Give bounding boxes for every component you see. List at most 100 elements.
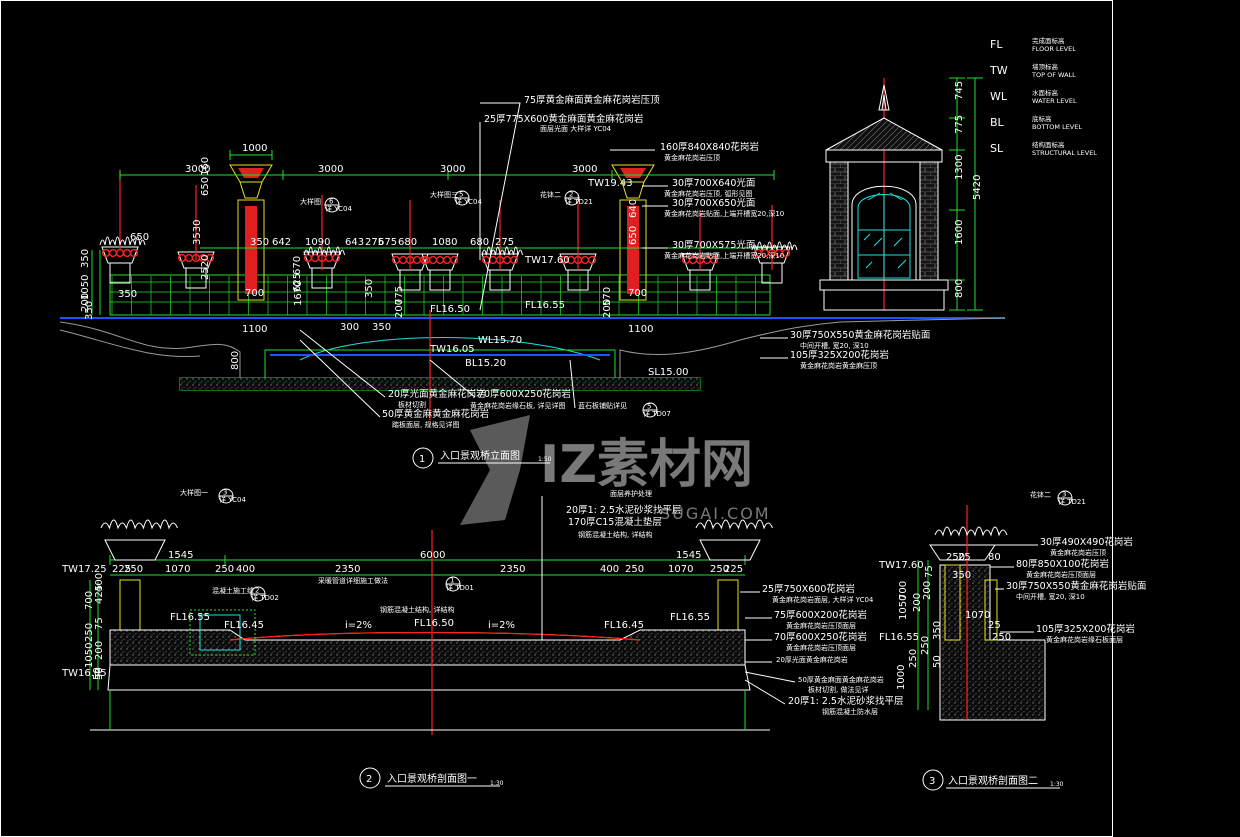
- detail-tag-title: 大样图一: [180, 488, 208, 497]
- section1-dimension: 1070: [668, 564, 693, 575]
- elev-note: 黄金麻花岗岩压顶: [664, 153, 720, 162]
- detail-tag-number: 1: [450, 577, 454, 585]
- section2-dimension: 25: [988, 620, 1001, 631]
- elev-dimension: 1000: [242, 143, 267, 154]
- elev-dimension: 200: [394, 299, 405, 318]
- drawing-title-3: 3 入口景观桥剖面图二 1:30: [922, 769, 1064, 791]
- section1-note: 25厚750X600花岗岩: [762, 583, 855, 595]
- elev-dimension: 700: [628, 288, 647, 299]
- elev-note: 50厚黄金麻黄金麻花岗岩: [382, 408, 489, 420]
- section1-dimension: 2350: [500, 564, 525, 575]
- flower-pot: [421, 253, 459, 291]
- legend-code: SL: [990, 142, 1004, 155]
- title-3-text: 入口景观桥剖面图二: [948, 774, 1038, 787]
- detail-tag-ref: 详 TD02: [251, 593, 279, 602]
- detail-tag-title: 大样图三: [430, 190, 458, 199]
- elev-note: 160厚840X840花岗岩: [660, 141, 759, 153]
- elev-dimension: 643: [345, 237, 364, 248]
- legend-zh: 结构面标高: [1032, 140, 1065, 149]
- pillar-right-inlay: [627, 206, 639, 294]
- pillar-right: [619, 199, 647, 301]
- kiosk-dimension: 1600: [954, 220, 965, 245]
- leader-line: [299, 329, 386, 398]
- section1-dimension: 50: [94, 667, 105, 680]
- section1-dimension: 50: [92, 667, 103, 680]
- detail-tag-title: 混凝土施工缝: [212, 586, 254, 595]
- elev-dimension: 160: [200, 157, 211, 176]
- section1-dimension: 250: [124, 564, 143, 575]
- section1-note: 面层养护处理: [610, 489, 652, 498]
- elev-note: 面层光面 大样详 YC04: [540, 124, 612, 133]
- drawing-title-2: 2 入口景观桥剖面图一 1:30: [359, 767, 504, 789]
- elev-note: 75厚黄金麻面黄金麻花岗岩压顶: [524, 94, 660, 106]
- section2-note: 黄金麻花岗岩缘石板面层: [1046, 635, 1123, 644]
- section1-level: FL16.55: [170, 612, 210, 623]
- section2-dimension: 350: [932, 621, 943, 640]
- detail-tag-ref: 详 TD07: [643, 409, 671, 418]
- section2-note: 30厚750X550黄金麻花岗岩贴面: [1006, 580, 1146, 592]
- elev-dimension: 640: [628, 199, 639, 218]
- elev-dimension: 650: [130, 232, 149, 243]
- section2-dimension: 1000: [896, 665, 907, 690]
- section1-note: 70厚600X250花岗岩: [774, 631, 867, 643]
- drawing-title-1: 1 入口景观桥立面图 1:50: [412, 447, 552, 469]
- elev-dimension: 350: [250, 237, 269, 248]
- section1-note: 75厚600X200花岗岩: [774, 609, 867, 621]
- section1-dimension: 2350: [335, 564, 360, 575]
- section1-note: 钢筋混凝土结构, 详结构: [380, 605, 454, 614]
- shrub-symbol: [481, 246, 523, 256]
- elev-dimension: 275: [495, 237, 514, 248]
- detail-tag-title: 花钵二: [540, 190, 561, 199]
- elev-level: FL16.50: [430, 304, 470, 315]
- elev-dimension: 350: [118, 289, 137, 300]
- section1-level: FL16.55: [670, 612, 710, 623]
- section1-level: FL16.50: [414, 618, 454, 629]
- section1-dimension: 1545: [676, 550, 701, 561]
- shrub-symbol: [934, 526, 1008, 537]
- elev-note: 黄金麻花岗岩缘石板, 详见详图: [470, 401, 565, 410]
- detail-tag-title: 大样图: [300, 197, 321, 206]
- elev-level: TW17.60: [524, 255, 570, 266]
- pillar-left: [237, 199, 265, 301]
- shrub-symbol: [303, 246, 345, 256]
- detail-tag-number: 5: [459, 191, 463, 199]
- elev-note: 30厚700X640光面: [672, 177, 755, 189]
- section1-note: 170厚C15混凝土垫层: [568, 516, 662, 528]
- elev-dimension: 350: [372, 322, 391, 333]
- title-1-scale: 1:50: [538, 456, 552, 463]
- elev-dimension: 1090: [305, 237, 330, 248]
- bridge-elevation-drawing: [59, 78, 1006, 420]
- section1-dimension: 700: [84, 591, 95, 610]
- section1-level: TW16.05: [61, 668, 107, 679]
- elev-dimension: 675: [378, 237, 397, 248]
- elev-note: 踏板面层, 规格见详图: [392, 420, 459, 429]
- shrub-symbol: [99, 236, 146, 246]
- flower-pot: [101, 246, 139, 284]
- elev-dimension: 775: [394, 286, 405, 305]
- watermark-main: IZ素材网: [540, 435, 753, 495]
- elev-note: 30厚700X650光面: [672, 197, 755, 209]
- section1-dimension: 200: [94, 641, 105, 660]
- section2-dimension: 700: [898, 581, 909, 600]
- elev-level: BL15.20: [465, 358, 506, 369]
- elev-dimension: 275: [365, 237, 384, 248]
- shrub-symbol: [100, 519, 178, 530]
- section1-level: FL16.45: [224, 620, 264, 631]
- bridge-section-2-drawing: [917, 505, 1046, 721]
- elev-dimension: 350: [80, 249, 91, 268]
- legend-en: TOP OF WALL: [1031, 71, 1076, 79]
- shrub-symbols: [99, 236, 1008, 537]
- elev-dimension: 200: [80, 293, 91, 312]
- elev-dimension: 1100: [628, 324, 653, 335]
- section1-dimension: 250: [710, 564, 729, 575]
- detail-tag-ref: 详 TD01: [446, 583, 474, 592]
- legend-en: WATER LEVEL: [1032, 97, 1077, 105]
- watermark: IZ素材网 SUGAI.COM: [460, 415, 769, 525]
- elev-note: 黄金麻花岗岩压顶, 弧形见图: [664, 189, 752, 198]
- elev-level: WL15.70: [478, 335, 522, 346]
- elev-note: 板材切割: [398, 400, 426, 409]
- legend-en: STRUCTURAL LEVEL: [1032, 149, 1097, 157]
- section1-dimension: 425: [94, 585, 105, 604]
